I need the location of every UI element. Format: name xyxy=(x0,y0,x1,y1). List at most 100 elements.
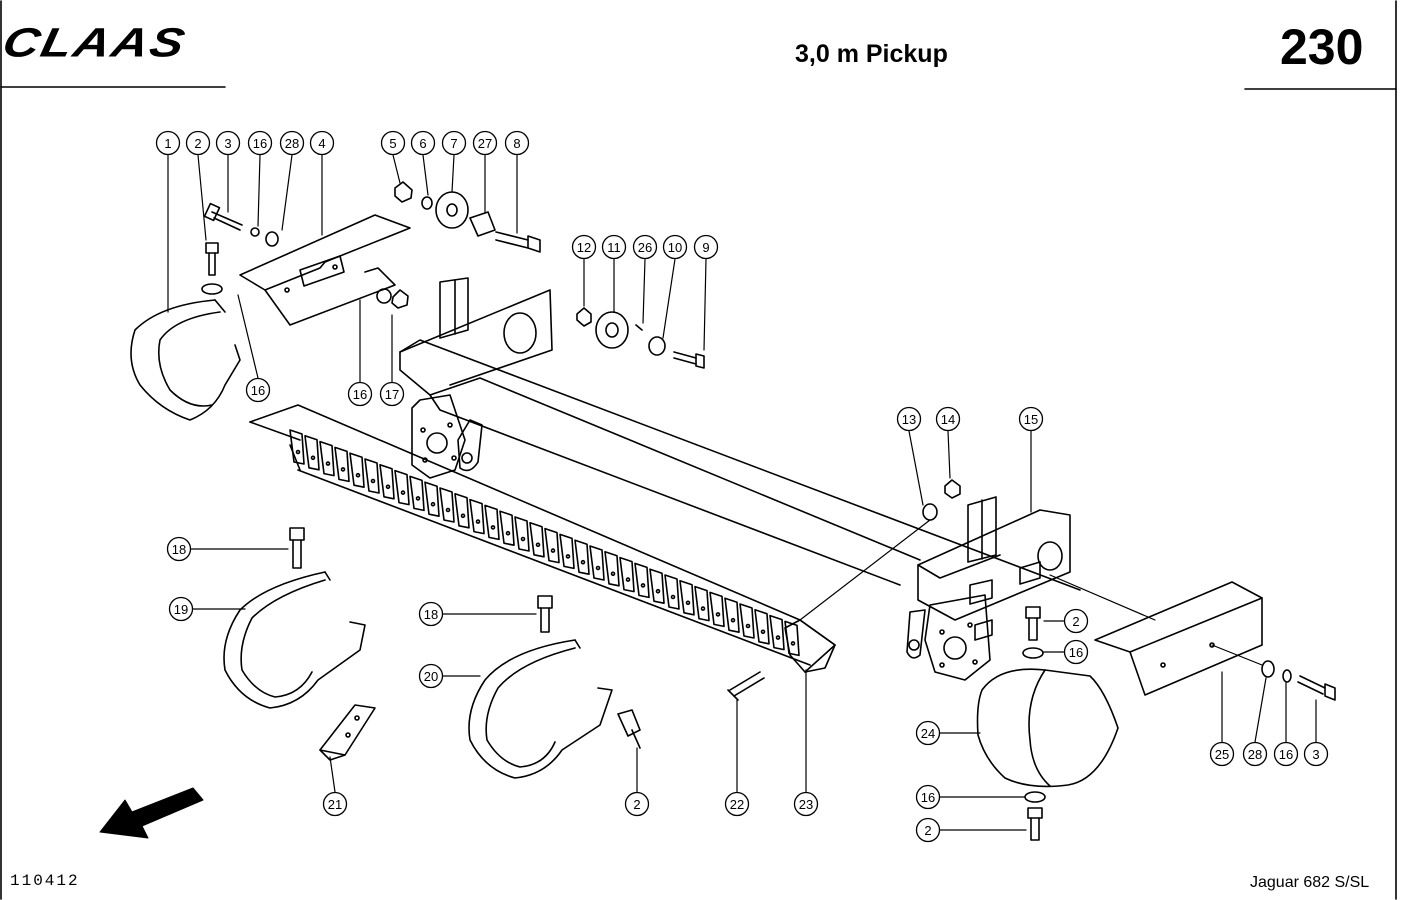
callout-label: 9 xyxy=(702,240,709,255)
tine-finger xyxy=(349,452,365,488)
tine-rivet xyxy=(610,571,616,577)
tine-rivet xyxy=(640,583,646,588)
tine-finger xyxy=(784,620,800,657)
tine-finger xyxy=(499,510,515,546)
callout-11: 11 xyxy=(601,234,627,260)
direction-arrow xyxy=(99,787,204,839)
tine-finger xyxy=(559,533,575,570)
tine-rivet xyxy=(655,588,661,594)
callout-label: 20 xyxy=(424,669,438,684)
tine-rivet xyxy=(595,565,601,571)
callout-4: 4 xyxy=(309,130,335,156)
callout-label: 2 xyxy=(633,797,640,812)
callout-label: 13 xyxy=(902,412,916,427)
tine-finger xyxy=(739,603,755,639)
tine-finger xyxy=(409,475,425,512)
callout-21: 21 xyxy=(322,791,348,817)
callout-22: 22 xyxy=(724,791,750,817)
tine-rivet xyxy=(580,559,586,565)
callout-label: 8 xyxy=(513,136,520,151)
callout-2: 2 xyxy=(1063,608,1089,634)
tine-rivet xyxy=(625,577,631,582)
tine-finger xyxy=(679,580,695,616)
tine-rivet xyxy=(385,484,391,490)
tine-rivet xyxy=(790,641,796,646)
tine-finger xyxy=(574,539,590,575)
tine-finger xyxy=(664,574,680,610)
callout-label: 18 xyxy=(424,607,438,622)
tine-finger xyxy=(604,551,620,587)
tine-rivet xyxy=(355,472,361,478)
callout-label: 11 xyxy=(607,240,621,255)
callout-26: 26 xyxy=(632,234,658,260)
tine-rivet xyxy=(550,548,556,553)
tine-finger xyxy=(754,609,770,645)
tine-finger xyxy=(649,568,665,604)
callout-27: 27 xyxy=(472,130,498,156)
tine-finger xyxy=(769,614,785,651)
callout-20: 20 xyxy=(418,663,444,689)
tine-finger xyxy=(304,435,320,471)
right-side-plate xyxy=(906,594,993,681)
callout-label: 25 xyxy=(1215,747,1229,762)
small-bracket xyxy=(319,704,376,761)
callout-28: 28 xyxy=(279,130,305,156)
tine-rivet xyxy=(775,635,781,640)
tine-finger xyxy=(364,458,380,494)
leader-lines xyxy=(167,154,1317,831)
tine-rivet xyxy=(475,519,481,524)
tine-finger xyxy=(379,464,395,500)
left-side-plate xyxy=(411,394,483,479)
tine-finger xyxy=(694,585,710,622)
fasteners xyxy=(201,181,1336,841)
page-title: 3,0 m Pickup xyxy=(795,40,948,68)
tine-rivet xyxy=(505,530,511,536)
tine-rivet xyxy=(745,623,751,629)
callout-23: 23 xyxy=(793,791,819,817)
tine-rivet xyxy=(715,612,721,617)
page-number: 230 xyxy=(1280,19,1364,75)
callout-label: 3 xyxy=(1312,747,1319,762)
callout-label: 2 xyxy=(924,823,931,838)
deflector-plate xyxy=(239,214,411,326)
tine-rivet xyxy=(490,525,496,530)
callout-8: 8 xyxy=(504,130,530,156)
tine-finger xyxy=(394,469,410,506)
callout-16: 16 xyxy=(347,381,373,407)
callout-label: 24 xyxy=(921,726,935,741)
callout-label: 10 xyxy=(668,240,682,255)
callout-label: 5 xyxy=(389,136,396,151)
callout-2: 2 xyxy=(185,130,211,156)
model-name: Jaguar 682 S/SL xyxy=(1250,874,1370,891)
callout-3: 3 xyxy=(215,130,241,156)
callout-label: 14 xyxy=(941,412,955,427)
tine-finger xyxy=(724,597,740,633)
tine-rivet xyxy=(430,501,436,507)
callout-label: 18 xyxy=(172,542,186,557)
callout-label: 16 xyxy=(353,387,367,402)
tine-finger xyxy=(589,545,605,581)
callout-25: 25 xyxy=(1209,741,1235,767)
side-cover xyxy=(976,668,1119,788)
callout-2: 2 xyxy=(624,791,650,817)
tine-rivet xyxy=(370,478,376,484)
right-deflector-plate xyxy=(1094,581,1263,696)
tine-finger xyxy=(289,429,305,465)
callout-label: 6 xyxy=(419,136,426,151)
callout-label: 28 xyxy=(1248,747,1262,762)
drawing-number: 110412 xyxy=(10,872,80,890)
right-bracket xyxy=(917,496,1071,621)
callout-label: 7 xyxy=(450,136,457,151)
tine-finger xyxy=(709,591,725,628)
tine-rivet xyxy=(670,594,676,600)
callout-label: 12 xyxy=(577,240,591,255)
callout-19: 19 xyxy=(168,596,194,622)
callout-5: 5 xyxy=(380,130,406,156)
tine-finger xyxy=(319,440,335,477)
callout-1: 1 xyxy=(155,130,181,156)
callout-label: 1 xyxy=(164,136,171,151)
tine-rivet xyxy=(340,467,346,472)
callout-16: 16 xyxy=(245,377,271,403)
